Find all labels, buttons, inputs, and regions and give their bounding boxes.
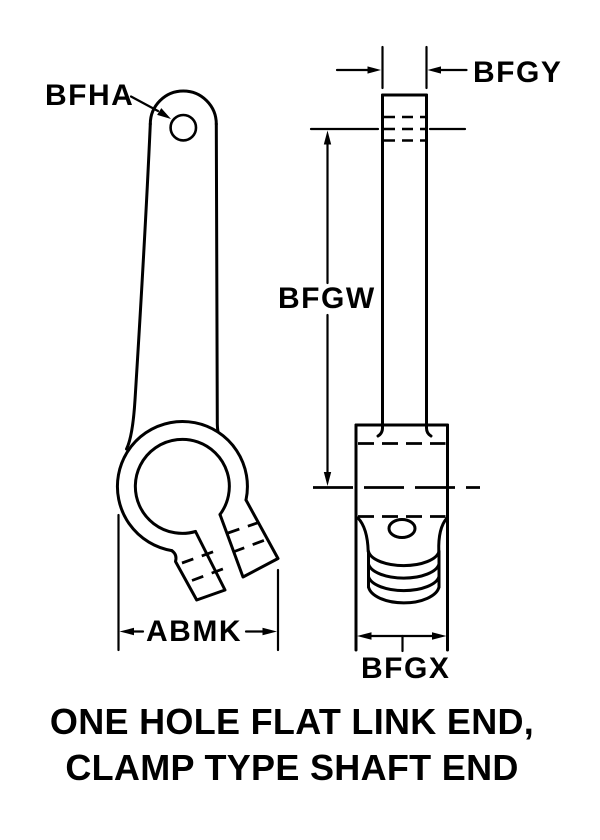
abmk-dimension xyxy=(117,513,280,652)
label-bfha: BFHA xyxy=(45,79,135,112)
bfgw-dimension xyxy=(309,127,480,489)
bfgw-arrow-down xyxy=(323,472,332,486)
clamp-screw-hole xyxy=(387,518,417,539)
arm-right-edge xyxy=(214,122,220,433)
bfgx-arrow-right xyxy=(432,632,447,640)
bfha-leader-arrowhead xyxy=(157,108,171,119)
label-bfgx: BFGX xyxy=(361,652,451,685)
block-hidden-dashes xyxy=(358,442,446,518)
label-abmk: ABMK xyxy=(146,615,242,648)
link-end-view xyxy=(115,89,280,602)
bfgw-arrow-up xyxy=(323,130,332,145)
bfha-leader xyxy=(129,95,171,119)
shaft-left-edge xyxy=(376,93,384,438)
clamp-coil-arcs xyxy=(367,550,441,605)
label-bfgy: BFGY xyxy=(473,56,563,89)
bfgx-arrow-left xyxy=(357,632,372,640)
jaw-curve-left xyxy=(356,516,370,553)
dimension-annotations xyxy=(117,45,480,653)
arm-left-edge xyxy=(125,122,152,451)
abmk-arrow-left xyxy=(119,627,134,636)
ring-bore xyxy=(133,437,231,535)
label-bfgw: BFGW xyxy=(278,282,376,315)
bfgy-arrow-right xyxy=(427,66,441,74)
bfgy-arrow-left xyxy=(367,66,381,74)
pivot-hole xyxy=(169,113,198,142)
clamp-prong-right xyxy=(218,498,280,579)
clamp-prong-left xyxy=(170,530,227,602)
drawing-title: ONE HOLE FLAT LINK END, CLAMP TYPE SHAFT… xyxy=(0,699,592,791)
shaft-hidden-dashes xyxy=(384,115,425,142)
jaw-curve-right xyxy=(437,516,449,553)
shaft-end-view xyxy=(354,93,449,652)
prong-serration-dashes xyxy=(181,520,266,582)
bfgx-dimension xyxy=(357,632,447,653)
ring-outer xyxy=(115,420,249,553)
abmk-arrow-right xyxy=(262,627,277,636)
title-line-1: ONE HOLE FLAT LINK END, xyxy=(49,701,535,742)
arm-top-cap xyxy=(148,89,218,126)
shaft-right-edge xyxy=(425,93,433,438)
bfgy-dimension xyxy=(335,45,468,90)
title-line-2: CLAMP TYPE SHAFT END xyxy=(65,747,519,788)
